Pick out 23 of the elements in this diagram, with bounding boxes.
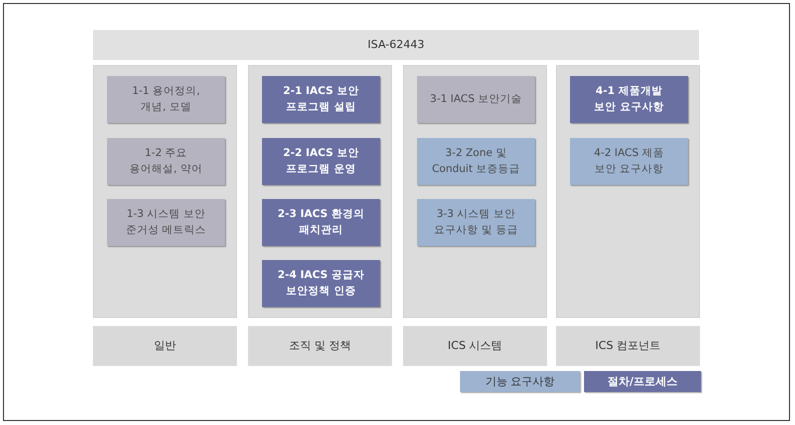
document-box: 2-3 IACS 환경의 패치관리 — [262, 199, 380, 246]
column-panel — [403, 65, 547, 318]
legend-key: 절차/프로세스 — [584, 371, 701, 392]
category-band: 일반 — [93, 326, 237, 366]
document-box: 2-4 IACS 공급자 보안정책 인증 — [262, 260, 380, 307]
document-box: 4-2 IACS 제품 보안 요구사항 — [570, 138, 688, 185]
document-box: 3-2 Zone 및 Conduit 보증등급 — [417, 138, 535, 185]
column-panel — [248, 65, 392, 318]
document-box: 2-2 IACS 보안 프로그램 운영 — [262, 138, 380, 185]
document-box: 1-1 용어정의, 개념, 모델 — [107, 76, 225, 123]
category-band: 조직 및 정책 — [248, 326, 392, 366]
category-band: ICS 컴포넌트 — [556, 326, 700, 366]
document-box: 1-2 주요 용어해설, 약어 — [107, 138, 225, 185]
document-box: 2-1 IACS 보안 프로그램 설립 — [262, 76, 380, 123]
header-band: ISA-62443 — [93, 30, 699, 60]
column-panel — [556, 65, 700, 318]
document-box: 1-3 시스템 보안 준거성 메트릭스 — [107, 199, 225, 246]
document-box: 4-1 제품개발 보안 요구사항 — [570, 76, 688, 123]
column-panel — [93, 65, 237, 318]
document-box: 3-1 IACS 보안기술 — [417, 76, 535, 123]
category-band: ICS 시스템 — [403, 326, 547, 366]
legend-key: 기능 요구사항 — [460, 371, 580, 392]
document-box: 3-3 시스템 보안 요구사항 및 등급 — [417, 199, 535, 246]
